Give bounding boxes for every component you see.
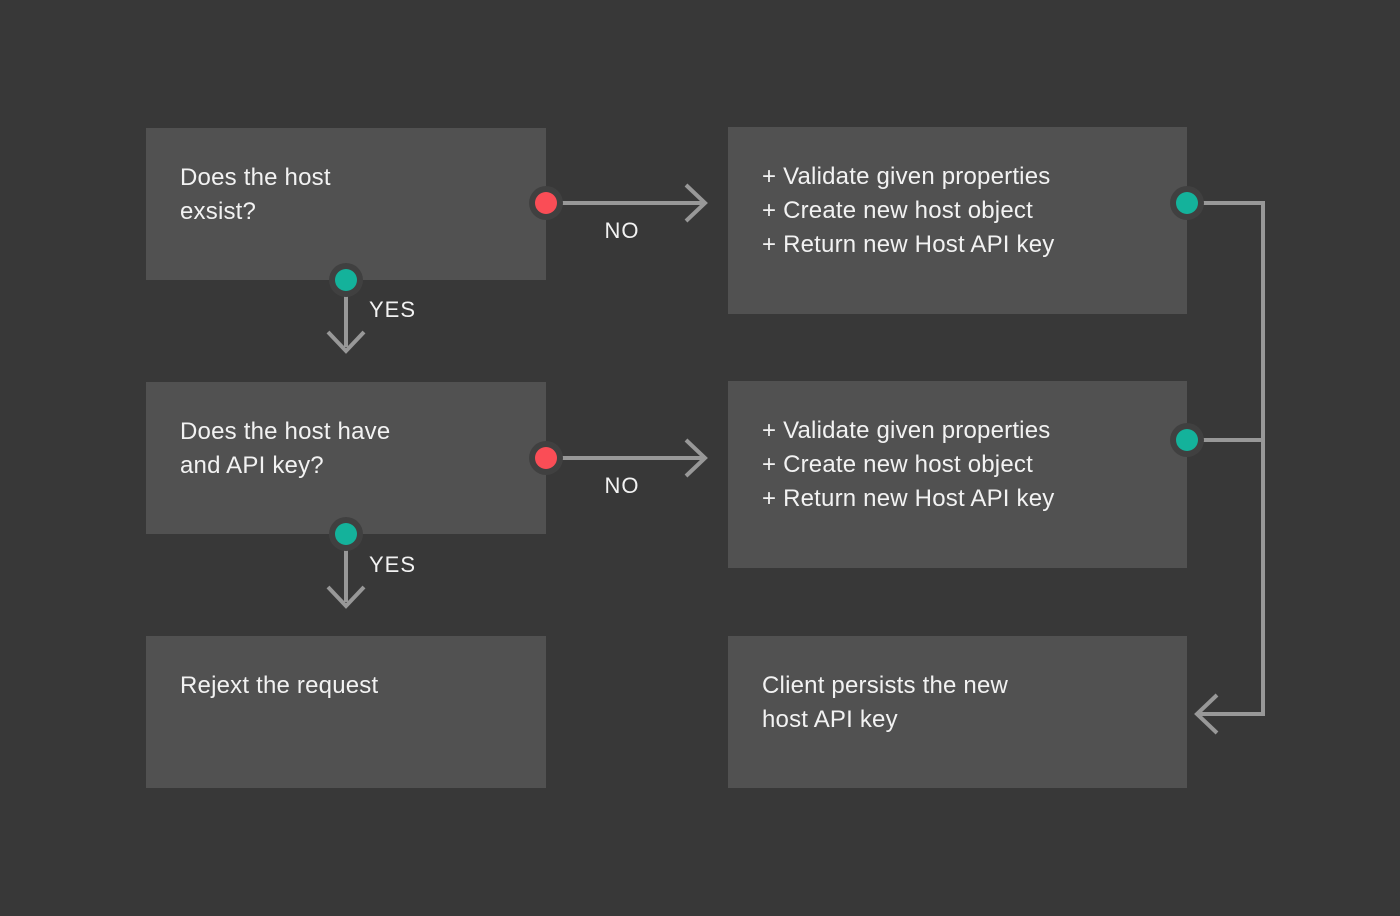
edge-label-yes-2: YES xyxy=(369,552,417,577)
node-text-line: Does the host have xyxy=(180,418,391,445)
arrowhead-left-icon xyxy=(1194,693,1219,735)
edge-yes-api-key-to-reject xyxy=(326,539,366,609)
node-text-line: + Create new host object xyxy=(762,197,1033,224)
node-reject-request: Rejext the request xyxy=(146,636,546,788)
node-api-key-question: Does the host have and API key? xyxy=(146,382,546,534)
node-text-line: + Return new Host API key xyxy=(762,231,1055,258)
node-host-exists-question: Does the host exsist? xyxy=(146,128,546,280)
arrowhead-right-icon xyxy=(684,438,708,478)
edge-create-host-to-client-persists xyxy=(1187,201,1265,735)
node-text-line: Client persists the new xyxy=(762,672,1009,699)
node-text-line: exsist? xyxy=(180,198,257,225)
node-text-line: and API key? xyxy=(180,452,324,479)
node-text-line: host API key xyxy=(762,706,898,733)
edge-label-no-2: NO xyxy=(604,473,640,498)
node-text-line: Rejext the request xyxy=(180,672,379,699)
arrowhead-right-icon xyxy=(684,183,708,223)
node-text-line: + Return new Host API key xyxy=(762,485,1055,512)
edge-label-yes-1: YES xyxy=(369,297,417,322)
arrowhead-down-icon xyxy=(326,585,366,609)
node-create-host-actions: + Validate given properties + Create new… xyxy=(728,127,1187,314)
edge-yes-host-exists-to-api-key xyxy=(326,284,366,354)
node-text-line: + Validate given properties xyxy=(762,163,1051,190)
node-text-line: Does the host xyxy=(180,164,331,191)
node-text-line: + Validate given properties xyxy=(762,417,1051,444)
node-text-line: + Create new host object xyxy=(762,451,1033,478)
arrowhead-down-icon xyxy=(326,330,366,354)
node-create-key-actions: + Validate given properties + Create new… xyxy=(728,381,1187,568)
node-client-persists-key: Client persists the new host API key xyxy=(728,636,1187,788)
edge-label-no-1: NO xyxy=(604,218,640,243)
